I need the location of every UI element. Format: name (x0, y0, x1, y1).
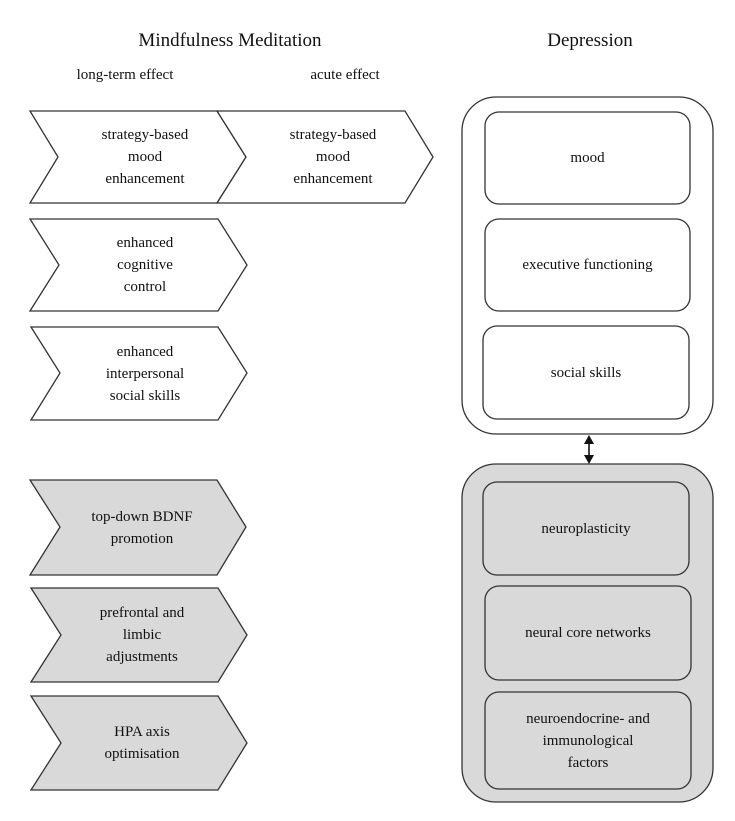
chevron-bio-3-label: HPA axis optimisation (104, 724, 180, 762)
chevron-psych-1-label: strategy-based mood enhancement (101, 127, 189, 187)
chevron-psych-3 (29, 326, 248, 421)
chevron-acute-1-label: strategy-based mood enhancement (289, 127, 377, 187)
box-neuroplasticity (482, 481, 690, 576)
box-neural-core-networks (484, 585, 692, 681)
box-social-skills-label: social skills (550, 364, 622, 381)
chevron-acute-1 (215, 110, 434, 204)
chevron-bio-3 (29, 695, 248, 791)
box-neuroplasticity-label: neuroplasticity (541, 520, 631, 537)
box-social-skills (482, 325, 690, 420)
chevron-bio-2 (29, 587, 248, 683)
box-executive-functioning-label: executive functioning (522, 257, 653, 273)
box-neuroendocrine-immunological (484, 691, 692, 790)
box-neural-core-networks-label: neural core networks (525, 625, 651, 641)
box-mood (484, 111, 691, 205)
chevron-bio-1 (28, 479, 247, 576)
box-executive-functioning (484, 218, 691, 312)
depression-title: Depression (547, 30, 633, 51)
box-mood-label: mood (570, 150, 605, 166)
chevron-psych-2-label: enhanced cognitive control (116, 235, 174, 295)
mindfulness-meditation-title: Mindfulness Meditation (138, 30, 322, 51)
chevron-psych-3-label: enhanced interpersonal social skills (105, 343, 185, 404)
bidirectional-arrow-icon (584, 435, 594, 464)
box-neuroendocrine-immunological-label: neuroendocrine- and immunological factor… (526, 710, 650, 771)
chevron-bio-2-label: prefrontal and limbic adjustments (99, 605, 185, 665)
acute-effect-label: acute effect (310, 67, 380, 83)
chevron-bio-1-label: top-down BDNF promotion (91, 508, 193, 547)
chevron-psych-2 (28, 218, 248, 312)
long-term-effect-label: long-term effect (76, 67, 174, 83)
